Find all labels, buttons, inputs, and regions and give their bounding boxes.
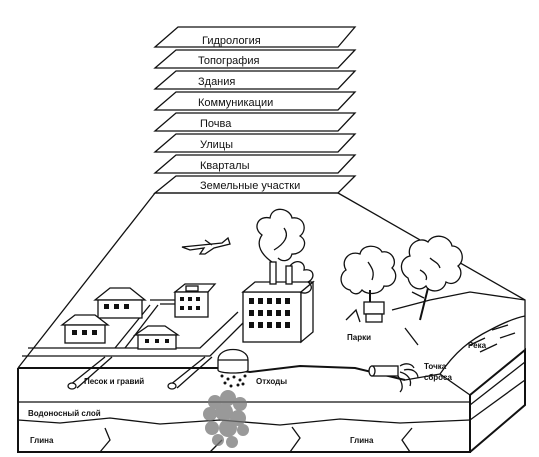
clay-right-label: Глина [350,436,374,445]
house-icon [60,314,110,344]
river-label: Река [468,341,487,350]
layer-topography-label: Топография [198,55,259,67]
layer-streets-label: Улицы [200,139,233,151]
layer-land-parcels: Земельные участки [153,175,357,194]
tree-icon [400,235,463,321]
factory-icon [241,261,315,344]
discharge-point-label-line2: сброса [424,373,453,382]
discharge-pipe-icon [368,327,419,393]
pipes [67,356,213,390]
park-bench-icon [345,301,385,323]
layer-soil-label: Почва [200,118,232,130]
layer-utilities: Коммуникации [153,91,357,111]
layer-utilities-label: Коммуникации [198,97,273,109]
layer-blocks: Кварталы [153,154,357,174]
layer-stack: Гидрология Топография Здания Коммуникаци… [153,26,357,194]
layer-buildings-label: Здания [198,76,235,88]
sand-gravel-label: Песок и гравий [84,377,144,386]
house-icon [132,325,181,350]
contamination-plume [203,390,249,448]
river [439,315,526,375]
waste-tank-icon [217,348,249,388]
layer-hydrology-label: Гидрология [202,35,261,47]
house-icon [93,287,147,319]
layer-blocks-label: Кварталы [200,160,250,172]
parks-label: Парки [347,333,371,342]
clay-left-label: Глина [30,436,54,445]
discharge-point-label-line1: Точка [424,362,447,371]
layer-topography: Топография [153,49,357,69]
aquifer-label: Водоносный слой [28,409,101,418]
waste-label: Отходы [256,377,287,386]
layer-soil: Почва [153,112,357,132]
airplane-icon [181,236,231,255]
office-building-icon [173,283,217,318]
layer-streets: Улицы [153,133,357,153]
layer-hydrology: Гидрология [153,26,357,48]
layer-land-parcels-label: Земельные участки [200,180,300,192]
roads [22,299,251,357]
layer-buildings: Здания [153,70,357,90]
tree-icon [340,245,397,318]
smoke-icon [256,208,314,294]
